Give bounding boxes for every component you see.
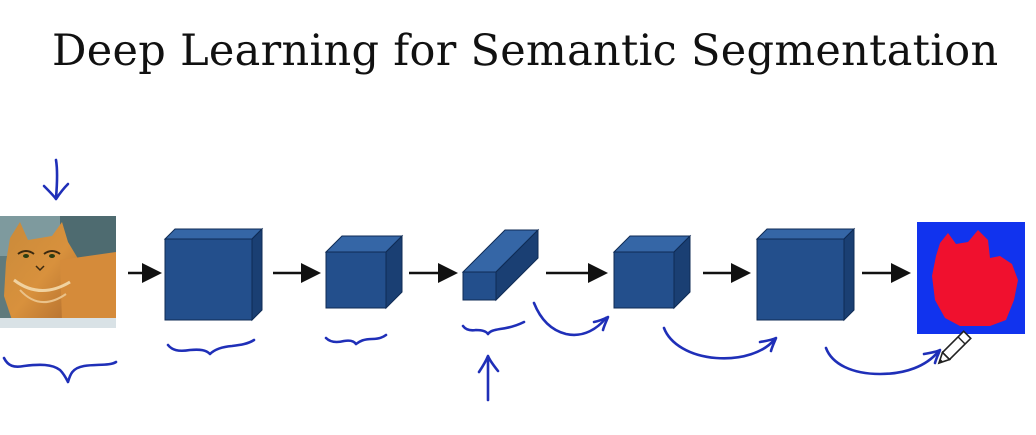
ink-skip-curve-1-head — [592, 315, 610, 332]
ink-brace-input — [2, 356, 118, 384]
feature-block-2 — [324, 234, 404, 310]
slide-title: Deep Learning for Semantic Segmentation — [52, 26, 999, 76]
input-cat-image — [0, 216, 116, 328]
ink-skip-curve-2 — [662, 326, 776, 360]
ink-down-arrow-shaft — [54, 158, 59, 200]
ink-up-arrow-head — [477, 354, 500, 374]
feature-block-3-bottleneck — [461, 228, 540, 302]
ink-down-arrow-head — [42, 182, 70, 201]
handwritten-annotations — [2, 158, 942, 402]
ink-skip-curve-1 — [532, 301, 608, 337]
feature-block-1 — [163, 227, 264, 322]
output-segmentation-map — [917, 222, 1025, 334]
pencil-icon — [937, 330, 972, 365]
feature-block-4 — [612, 234, 692, 310]
ink-brace-block-2 — [324, 333, 388, 346]
ink-skip-curve-3 — [824, 346, 940, 376]
ink-brace-block-1 — [166, 338, 256, 356]
ink-skip-curve-3-head — [922, 348, 942, 365]
feature-block-5 — [755, 227, 856, 322]
ink-skip-curve-2-head — [758, 336, 778, 353]
ink-brace-bottleneck — [461, 320, 526, 336]
